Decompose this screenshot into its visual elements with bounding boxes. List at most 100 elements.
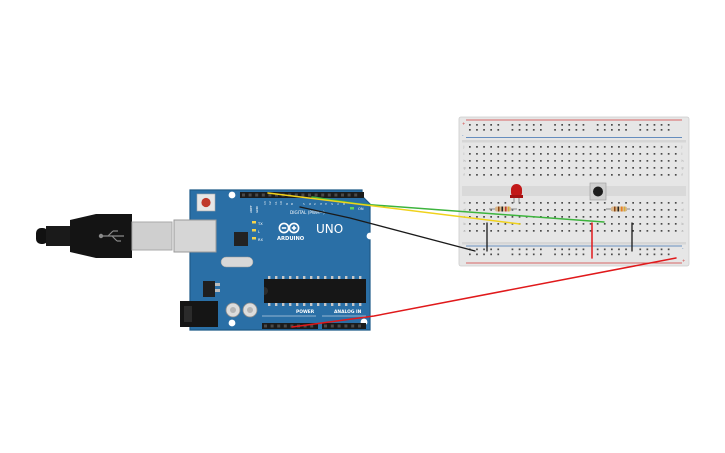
breadboard-hole bbox=[483, 174, 485, 176]
resistor-led[interactable] bbox=[489, 206, 517, 212]
chip-pin bbox=[359, 276, 362, 279]
breadboard-hole bbox=[660, 153, 663, 155]
header-pin bbox=[275, 193, 278, 197]
breadboard-hole bbox=[632, 223, 634, 225]
breadboard-hole bbox=[575, 223, 578, 225]
row-letter: h bbox=[464, 159, 466, 163]
resistor-band bbox=[621, 206, 623, 212]
header-pin bbox=[264, 324, 267, 328]
breadboard-hole bbox=[532, 223, 535, 225]
breadboard-hole bbox=[646, 167, 649, 169]
breadboard-hole bbox=[518, 216, 521, 218]
breadboard-hole bbox=[476, 153, 478, 155]
breadboard-hole bbox=[568, 223, 571, 225]
wires[interactable] bbox=[267, 192, 677, 328]
arduino-logo-icon bbox=[278, 222, 300, 234]
breadboard-hole bbox=[575, 153, 578, 155]
svg-text:5: 5 bbox=[313, 203, 317, 205]
breadboard-hole bbox=[497, 167, 500, 169]
breadboard-hole bbox=[525, 223, 528, 225]
breadboard-holes[interactable] bbox=[469, 124, 677, 256]
mount-hole bbox=[228, 319, 236, 327]
breadboard-hole bbox=[653, 223, 656, 225]
breadboard-hole bbox=[518, 160, 521, 162]
breadboard-hole bbox=[667, 209, 670, 211]
rail-hole bbox=[667, 253, 670, 256]
breadboard-hole bbox=[611, 146, 613, 148]
breadboard-hole bbox=[632, 216, 634, 218]
breadboard-hole bbox=[518, 174, 521, 176]
rail-hole bbox=[561, 248, 563, 251]
wire-black-gnd[interactable] bbox=[299, 206, 476, 252]
pushbutton[interactable] bbox=[589, 182, 607, 201]
breadboard-hole bbox=[525, 202, 528, 204]
breadboard-hole bbox=[575, 146, 578, 148]
breadboard-hole bbox=[511, 216, 514, 218]
rail-hole bbox=[611, 124, 613, 126]
breadboard-hole bbox=[582, 209, 585, 211]
rail-hole bbox=[511, 124, 514, 126]
rail-hole bbox=[625, 129, 627, 131]
rail-hole bbox=[518, 124, 521, 126]
breadboard-hole bbox=[532, 174, 535, 176]
svg-text:8: 8 bbox=[290, 203, 294, 205]
breadboard-hole bbox=[483, 160, 485, 162]
row-letter: g bbox=[464, 166, 466, 170]
breadboard-hole bbox=[490, 223, 492, 225]
red-led[interactable] bbox=[510, 184, 523, 203]
header-pin bbox=[308, 193, 311, 197]
breadboard-hole bbox=[618, 230, 620, 232]
rail-hole bbox=[540, 129, 542, 131]
rail-hole bbox=[611, 248, 613, 251]
header-pin bbox=[277, 324, 281, 328]
pushbutton-cap[interactable] bbox=[593, 186, 603, 197]
breadboard-hole bbox=[674, 223, 677, 225]
breadboard-hole bbox=[667, 146, 670, 148]
breadboard-hole bbox=[603, 167, 606, 169]
chip-pin bbox=[324, 303, 327, 306]
breadboard-hole bbox=[596, 146, 599, 148]
breadboard-hole bbox=[504, 167, 507, 169]
breadboard-hole bbox=[554, 146, 556, 148]
rail-hole bbox=[532, 248, 535, 251]
breadboard-hole bbox=[540, 153, 542, 155]
rail-hole bbox=[618, 129, 620, 131]
row-letter: d bbox=[682, 208, 684, 212]
breadboard-hole bbox=[582, 216, 585, 218]
rail-hole bbox=[625, 253, 627, 256]
wire-red-5v[interactable] bbox=[291, 257, 677, 328]
breadboard-hole bbox=[589, 223, 592, 225]
tx-led bbox=[252, 221, 256, 224]
breadboard-hole bbox=[476, 202, 478, 204]
arduino-uno-board[interactable]: AREF GND 13 12 11 10 9 8 7 6 5 4 3 2 1 0… bbox=[173, 189, 374, 331]
breadboard-hole bbox=[674, 216, 677, 218]
wire-yellow[interactable] bbox=[267, 192, 521, 225]
breadboard-hole bbox=[554, 202, 556, 204]
header-pin bbox=[327, 193, 331, 197]
rail-hole bbox=[532, 253, 535, 256]
header-pin bbox=[314, 193, 318, 197]
reset-button-cap[interactable] bbox=[201, 197, 211, 208]
crystal bbox=[220, 256, 254, 268]
chip-pin bbox=[317, 276, 320, 279]
breadboard-hole bbox=[490, 230, 492, 232]
breadboard-hole bbox=[525, 160, 528, 162]
row-letter: e bbox=[464, 201, 466, 205]
breadboard-hole bbox=[660, 223, 663, 225]
resistor-button[interactable] bbox=[606, 206, 630, 212]
breadboard-hole bbox=[611, 216, 613, 218]
header-pin bbox=[303, 324, 307, 328]
breadboard-hole bbox=[554, 209, 556, 211]
breadboard-hole bbox=[653, 174, 656, 176]
row-letter: h bbox=[682, 159, 684, 163]
breadboard-hole bbox=[518, 146, 521, 148]
usb-cable[interactable] bbox=[36, 214, 173, 258]
rail-hole bbox=[532, 129, 535, 131]
breadboard-hole bbox=[511, 146, 514, 148]
row-letter: f bbox=[464, 173, 466, 177]
rail-hole bbox=[625, 124, 627, 126]
rail-hole bbox=[525, 248, 528, 251]
breadboard-hole bbox=[532, 153, 535, 155]
